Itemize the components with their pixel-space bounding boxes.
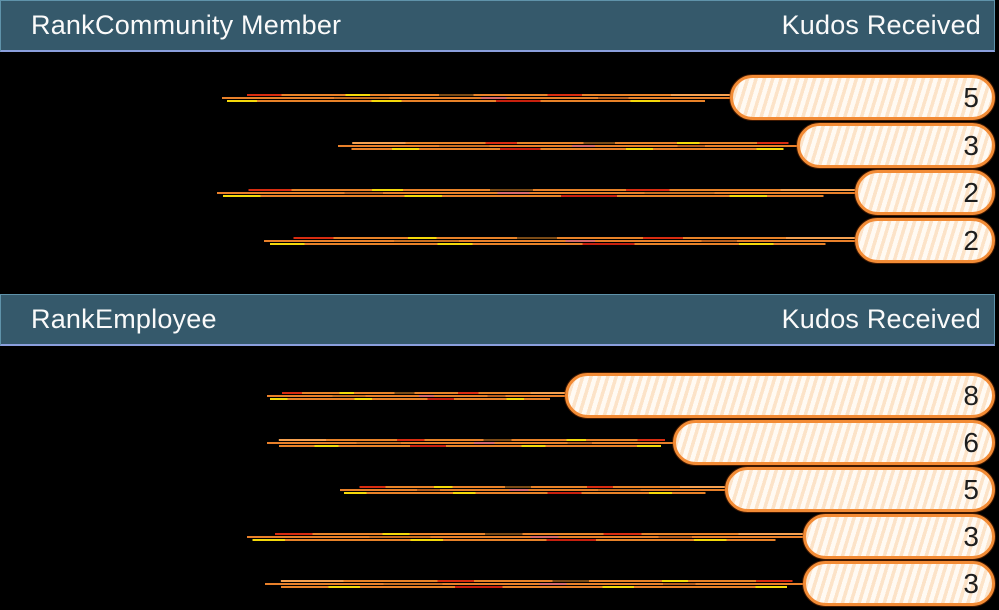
redacted-name-scribble xyxy=(338,142,797,150)
redacted-name-scribble xyxy=(222,94,730,102)
scribble-stroke xyxy=(338,148,788,150)
kudos-value: 5 xyxy=(963,473,979,505)
leaderboard-row: 2 xyxy=(0,218,999,263)
kudos-value: 2 xyxy=(963,176,979,208)
kudos-value: 2 xyxy=(963,224,979,256)
leaderboard-row: 5 xyxy=(0,467,999,512)
kudos-column-header: Kudos Received xyxy=(781,304,981,334)
kudos-column-header: Kudos Received xyxy=(781,10,981,40)
redacted-name-scribble xyxy=(247,533,803,541)
redacted-name-scribble xyxy=(340,486,725,494)
kudos-bar: 5 xyxy=(730,75,995,120)
scribble-stroke xyxy=(275,392,565,394)
kudos-bar: 3 xyxy=(803,561,995,606)
kudos-bar: 8 xyxy=(565,373,995,418)
leaderboard-row: 8 xyxy=(0,373,999,418)
employee-column-header: Employee xyxy=(95,304,217,334)
scribble-stroke xyxy=(267,398,560,400)
leaderboard-row: 3 xyxy=(0,123,999,168)
kudos-value: 3 xyxy=(963,520,979,552)
employee-table-header: Rank Employee Kudos Received xyxy=(0,294,995,346)
scribble-stroke xyxy=(247,536,803,538)
scribble-stroke xyxy=(247,539,792,541)
scribble-stroke xyxy=(217,192,855,194)
scribble-stroke xyxy=(264,240,855,242)
member-column-header: Community Member xyxy=(95,10,342,40)
leaderboard-row: 3 xyxy=(0,561,999,606)
leaderboard-row: 2 xyxy=(0,170,999,215)
kudos-value: 6 xyxy=(963,426,979,458)
redacted-name-scribble xyxy=(217,189,855,197)
leaderboard-row: 6 xyxy=(0,420,999,465)
scribble-stroke xyxy=(236,189,855,191)
kudos-bar: 3 xyxy=(803,514,995,559)
kudos-bar: 6 xyxy=(673,420,995,465)
kudos-value: 8 xyxy=(963,379,979,411)
redacted-name-scribble xyxy=(267,392,565,400)
kudos-bar: 3 xyxy=(797,123,995,168)
scribble-stroke xyxy=(281,237,855,239)
redacted-name-scribble xyxy=(265,580,803,588)
scribble-stroke xyxy=(351,486,725,488)
scribble-stroke xyxy=(222,97,730,99)
scribble-stroke xyxy=(267,442,673,444)
kudos-value: 5 xyxy=(963,81,979,113)
kudos-value: 3 xyxy=(963,567,979,599)
kudos-bar: 2 xyxy=(855,218,995,263)
scribble-stroke xyxy=(217,195,843,197)
scribble-stroke xyxy=(267,395,565,397)
scribble-stroke xyxy=(264,243,844,245)
rank-column-header: Rank xyxy=(31,10,95,40)
redacted-name-scribble xyxy=(264,237,855,245)
scribble-stroke xyxy=(279,439,673,441)
kudos-value: 3 xyxy=(963,129,979,161)
leaderboard-row: 5 xyxy=(0,75,999,120)
rank-column-header: Rank xyxy=(31,304,95,334)
community-table-header: Rank Community Member Kudos Received xyxy=(0,0,995,52)
kudos-bar: 5 xyxy=(725,467,995,512)
scribble-stroke xyxy=(351,142,797,144)
redacted-name-scribble xyxy=(267,439,673,447)
scribble-stroke xyxy=(267,445,665,447)
scribble-stroke xyxy=(222,100,720,102)
scribble-stroke xyxy=(237,94,730,96)
scribble-stroke xyxy=(281,580,803,582)
scribble-stroke xyxy=(340,489,725,491)
scribble-stroke xyxy=(265,583,803,585)
scribble-stroke xyxy=(265,586,793,588)
scribble-stroke xyxy=(263,533,803,535)
scribble-stroke xyxy=(340,492,718,494)
kudos-bar: 2 xyxy=(855,170,995,215)
leaderboard-row: 3 xyxy=(0,514,999,559)
scribble-stroke xyxy=(338,145,797,147)
